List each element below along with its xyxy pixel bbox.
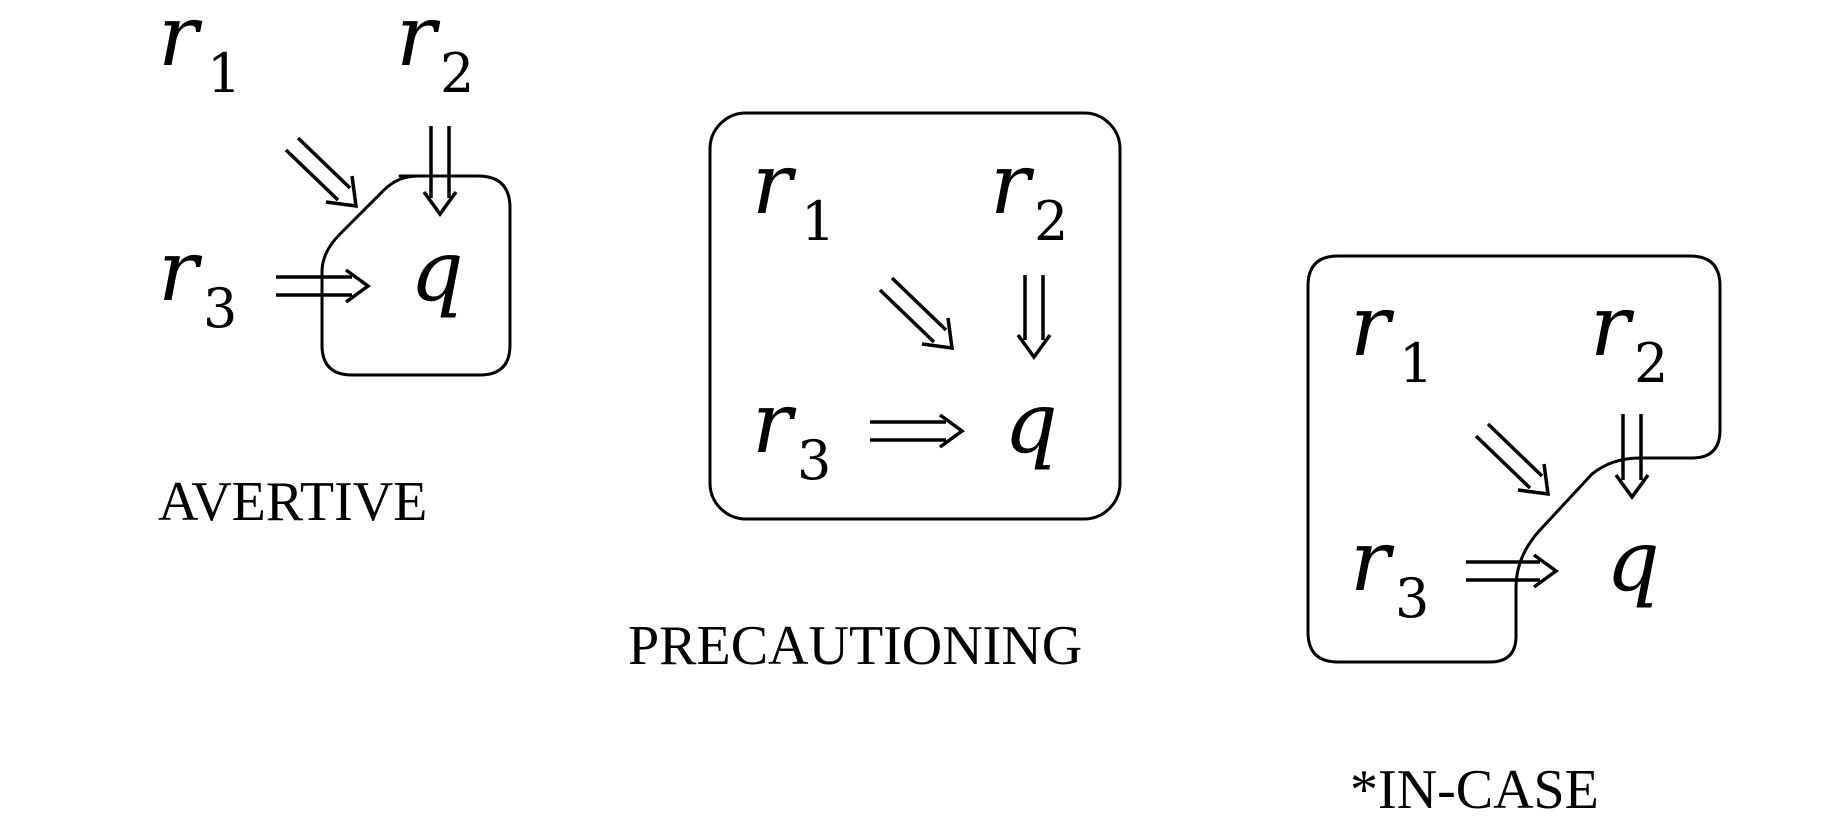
avertive-caption: AVERTIVE [158,471,427,533]
avertive-arrow-r2-to-q [422,126,458,217]
svg-text:r: r [1350,277,1395,375]
in-case-r1-label: r 1 [1350,277,1433,395]
precautioning-caption: PRECAUTIONING [628,615,1082,677]
svg-text:r: r [1590,277,1635,375]
svg-text:r: r [396,0,441,85]
svg-text:r: r [158,222,203,320]
svg-text:r: r [158,0,203,85]
precautioning-r3-label: r 3 [752,374,831,492]
in-case-r3-label: r 3 [1350,512,1429,630]
in-case-caption: *IN-CASE [1350,759,1599,821]
precautioning-r1-label: r 1 [752,135,835,253]
avertive-arrow-r3-to-q [276,268,371,304]
in-case-arrow-r1-to-q [1474,422,1551,497]
precautioning-q-label: q [1004,374,1058,472]
svg-text:1: 1 [801,190,835,253]
panel-avertive: r 1 r 2 r 3 q [158,0,512,533]
precautioning-arrow-r2-to-q [1016,275,1052,360]
avertive-r3-label: r 3 [158,222,237,340]
svg-text:3: 3 [203,277,237,340]
precautioning-region-boundary [708,111,1122,521]
svg-text:3: 3 [1395,567,1429,630]
precautioning-arrow-r3-to-q [870,413,965,449]
panel-precautioning: r 1 r 2 r 3 q PRECAUTIONING [628,111,1122,677]
svg-text:3: 3 [797,429,831,492]
svg-text:1: 1 [207,42,241,105]
in-case-region-boundary [1306,254,1722,664]
panel-in-case: r 1 r 2 r 3 q *IN-CASE [1306,254,1722,821]
svg-text:r: r [752,135,797,233]
avertive-r1-label: r 1 [158,0,241,105]
avertive-r2-label: r 2 [396,0,474,105]
avertive-arrow-r1-to-q [284,136,359,209]
svg-text:2: 2 [440,42,474,105]
in-case-q-label: q [1606,512,1660,610]
precautioning-arrow-r1-to-q [878,276,955,351]
in-case-arrow-r2-to-q [1614,414,1650,500]
in-case-r2-label: r 2 [1590,277,1668,395]
avertive-q-label: q [410,222,464,320]
svg-text:2: 2 [1634,332,1668,395]
svg-text:r: r [990,135,1035,233]
avertive-region-boundary [320,174,512,377]
precautioning-r2-label: r 2 [990,135,1068,253]
svg-text:r: r [1350,512,1395,610]
svg-text:2: 2 [1034,190,1068,253]
in-case-arrow-r3-to-q [1466,553,1559,589]
svg-text:1: 1 [1399,332,1433,395]
svg-text:r: r [752,374,797,472]
